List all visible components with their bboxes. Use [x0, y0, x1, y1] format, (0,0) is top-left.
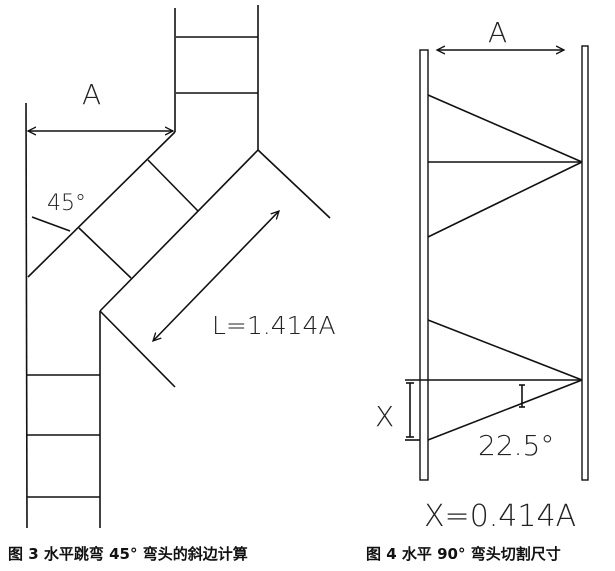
- angle-indicator: [31, 216, 71, 232]
- diagonal-rung: [147, 159, 199, 212]
- angle-22-5-label: 22.5°: [478, 429, 554, 462]
- figure3-caption: 图 3 水平跳弯 45° 弯头的斜边计算: [8, 545, 248, 563]
- formula-label: X=0.414A: [424, 499, 576, 534]
- diagonal-rung: [78, 227, 132, 279]
- figure3-offset-elbow: A 45° L=1.414A: [25, 5, 336, 529]
- cut-line: [427, 319, 583, 381]
- diagonal-upper-edge: [27, 131, 176, 278]
- lower-pipe-left-edge: [25, 102, 28, 529]
- dimension-a-label: A: [82, 78, 101, 111]
- angle-45-label: 45°: [47, 191, 86, 216]
- cut-line-upper: [257, 149, 331, 219]
- length-l-label: L=1.414A: [212, 311, 336, 340]
- figure4-90-elbow-cutting: A X 22.5° X=0.414A: [375, 16, 589, 534]
- length-l-arrow: [153, 211, 279, 341]
- left-rail: [419, 49, 429, 481]
- cut-line: [427, 94, 583, 163]
- dimension-a-label: A: [488, 16, 507, 49]
- cut-line-lower: [99, 310, 176, 388]
- diagonal-lower-edge: [99, 149, 259, 312]
- x-label: X: [375, 400, 394, 433]
- right-rail: [581, 45, 589, 481]
- figure4-caption: 图 4 水平 90° 弯头切割尺寸: [366, 545, 561, 563]
- cut-line: [427, 379, 583, 441]
- cut-line: [427, 161, 583, 238]
